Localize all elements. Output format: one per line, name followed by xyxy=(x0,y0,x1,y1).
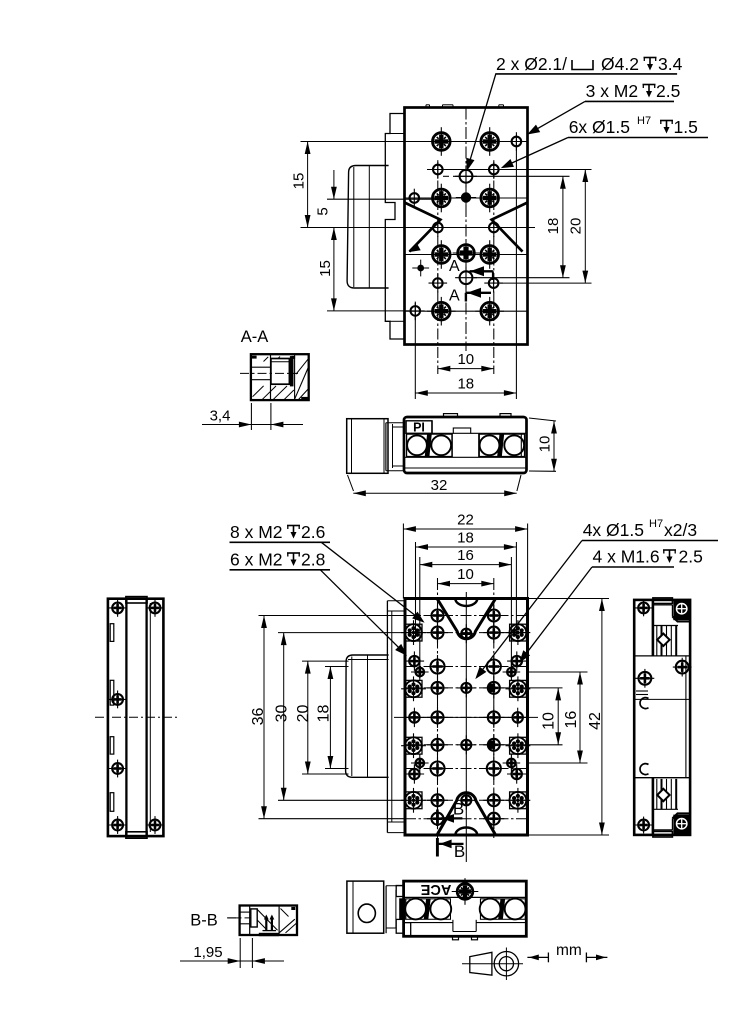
svg-text:20: 20 xyxy=(568,218,585,235)
svg-text:H7: H7 xyxy=(649,518,663,530)
svg-text:8 x M2: 8 x M2 xyxy=(230,522,283,542)
svg-text:3,4: 3,4 xyxy=(210,408,231,425)
svg-text:x2/3: x2/3 xyxy=(664,520,697,540)
svg-text:10: 10 xyxy=(457,351,474,368)
svg-text:2.5: 2.5 xyxy=(656,81,680,101)
svg-text:2.6: 2.6 xyxy=(301,522,325,542)
svg-text:2 x Ø2.1/: 2 x Ø2.1/ xyxy=(496,54,567,74)
svg-text:Ø4.2: Ø4.2 xyxy=(601,54,639,74)
svg-text:4x Ø1.5: 4x Ø1.5 xyxy=(583,520,644,540)
svg-text:30: 30 xyxy=(273,705,290,723)
svg-text:18: 18 xyxy=(457,530,474,547)
svg-text:20: 20 xyxy=(295,705,312,723)
svg-text:15: 15 xyxy=(291,173,308,190)
svg-text:B-B: B-B xyxy=(190,912,218,930)
svg-text:A-A: A-A xyxy=(241,328,269,346)
svg-text:3 x M2: 3 x M2 xyxy=(586,81,639,101)
svg-text:A: A xyxy=(449,258,460,275)
svg-text:32: 32 xyxy=(431,477,448,494)
svg-text:5: 5 xyxy=(315,207,332,215)
svg-text:B: B xyxy=(454,842,465,861)
svg-text:6 x M2: 6 x M2 xyxy=(230,550,283,570)
svg-text:10: 10 xyxy=(541,712,558,730)
svg-text:A: A xyxy=(449,288,460,305)
svg-text:B: B xyxy=(453,800,464,819)
svg-text:H7: H7 xyxy=(637,115,651,127)
svg-text:6x Ø1.5: 6x Ø1.5 xyxy=(569,117,630,137)
svg-text:16: 16 xyxy=(457,547,474,564)
svg-text:10: 10 xyxy=(457,566,474,583)
svg-text:18: 18 xyxy=(545,218,562,235)
svg-text:22: 22 xyxy=(457,512,474,529)
svg-text:2.5: 2.5 xyxy=(679,547,703,567)
svg-text:PI: PI xyxy=(413,421,425,435)
svg-text:1.5: 1.5 xyxy=(674,117,698,137)
svg-text:mm: mm xyxy=(556,942,582,959)
svg-text:ACE: ACE xyxy=(420,881,451,897)
svg-text:10: 10 xyxy=(537,436,554,453)
svg-text:36: 36 xyxy=(250,708,267,726)
svg-text:15: 15 xyxy=(317,260,334,277)
svg-text:18: 18 xyxy=(316,705,333,723)
svg-text:16: 16 xyxy=(563,711,580,729)
svg-text:4 x M1.6: 4 x M1.6 xyxy=(593,547,660,567)
svg-text:3.4: 3.4 xyxy=(658,54,683,74)
svg-text:42: 42 xyxy=(587,712,604,730)
svg-text:18: 18 xyxy=(457,376,474,393)
svg-text:1,95: 1,95 xyxy=(193,944,222,961)
svg-text:2.8: 2.8 xyxy=(301,550,325,570)
